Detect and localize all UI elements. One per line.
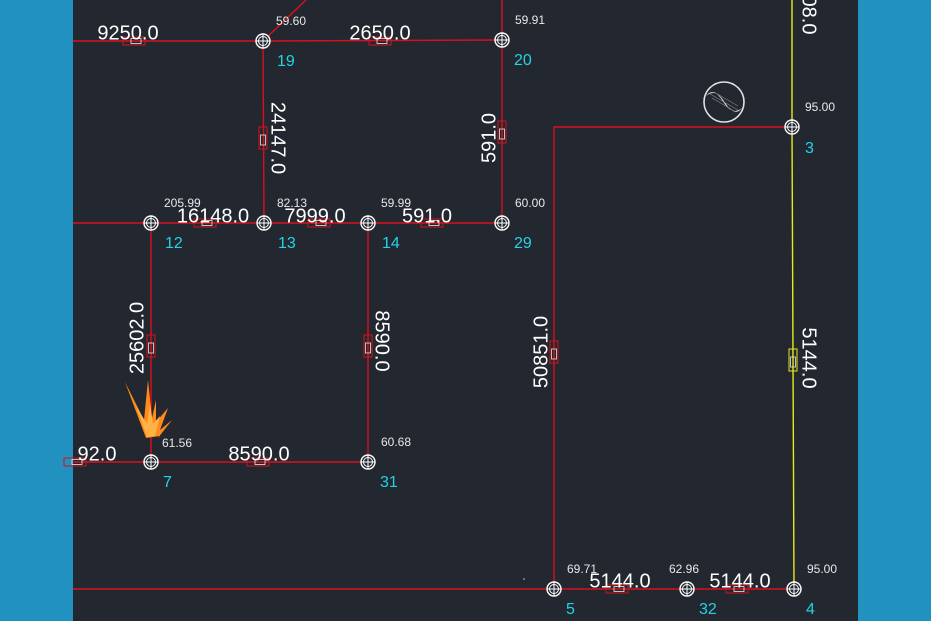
node-elevation: 60.68 [381,435,411,449]
pipe-length-label: 92.0 [78,443,117,465]
pipe-length-label: 25602.0 [126,302,148,374]
flow-direction-mark [122,36,146,46]
fire-icon [125,380,172,438]
pipe-length-label: 2650.0 [349,22,410,44]
node-elevation: 61.56 [162,436,192,450]
node-elevation: 60.00 [515,196,545,210]
node-14[interactable] [360,215,376,231]
flow-direction-mark [368,36,392,46]
node-20[interactable] [494,32,510,48]
node-id: 19 [277,53,295,70]
node-31[interactable] [360,454,376,470]
flow-direction-mark [63,457,87,467]
pipe-segment[interactable] [262,0,307,42]
pipe-length-label: 5144.0 [798,327,820,388]
canvas-bg [73,0,858,621]
flow-direction-mark [788,348,798,372]
flow-direction-mark [420,218,444,228]
node-id: 29 [514,235,532,252]
node-elevation: 59.99 [381,196,411,210]
flow-direction-mark [725,584,749,594]
flow-direction-mark [549,340,559,364]
node-elevation: 59.60 [276,14,306,28]
pipe-length-label: 591.0 [478,113,500,163]
node-id: 31 [380,474,398,491]
node-elevation: 62.96 [669,562,699,576]
node-7[interactable] [143,454,159,470]
pump-icon[interactable] [703,81,745,123]
node-19[interactable] [255,33,271,49]
flow-direction-mark [193,218,217,228]
node-elevation: 205.99 [164,196,201,210]
pipe-length-label: 5144.0 [589,570,650,592]
pipe-length-label: 9250.0 [97,22,158,44]
node-elevation: 95.00 [807,562,837,576]
node-elevation: 82.13 [277,196,307,210]
pipe-length-label: 50851.0 [530,316,552,388]
node-32[interactable] [679,581,695,597]
pipe-length-label: 591.0 [402,205,452,227]
pipe-19-13[interactable] [262,40,265,224]
node-id: 3 [805,140,814,157]
pipe-length-label: 7999.0 [284,205,345,227]
flow-direction-mark [307,218,331,228]
pipe-length-label: 08.0 [798,0,820,34]
flow-direction-mark [246,457,270,467]
node-id: 20 [514,52,532,69]
node-29[interactable] [494,215,510,231]
flow-direction-mark [363,334,373,358]
node-elevation: 69.71 [567,562,597,576]
pipe-19-20[interactable] [262,39,503,42]
pipe-length-label: 5144.0 [709,570,770,592]
node-id: 13 [278,235,296,252]
node-13[interactable] [256,215,272,231]
node-5[interactable] [546,581,562,597]
pipe-length-label: 16148.0 [177,205,249,227]
flow-direction-mark [497,120,507,144]
pipe-length-label: 8590.0 [371,310,393,371]
node-elevation: 59.91 [515,13,545,27]
node-id: 5 [566,601,575,618]
node-12[interactable] [143,215,159,231]
node-elevation: 95.00 [805,100,835,114]
node-id: 4 [806,601,815,618]
node-4[interactable] [786,581,802,597]
pipe-length-label: 8590.0 [228,443,289,465]
flow-direction-mark [605,584,629,594]
flow-direction-mark [258,126,268,150]
flow-direction-mark [146,334,156,358]
pipe-length-label: 24147.0 [267,102,289,174]
node-id: 14 [382,235,400,252]
node-id: 32 [699,601,717,618]
node-id: 7 [163,474,172,491]
node-3[interactable] [784,119,800,135]
node-id: 12 [165,235,183,252]
stray-point [523,578,525,580]
pipe-3-5[interactable] [553,126,792,589]
pipe-3-4[interactable] [791,126,795,590]
